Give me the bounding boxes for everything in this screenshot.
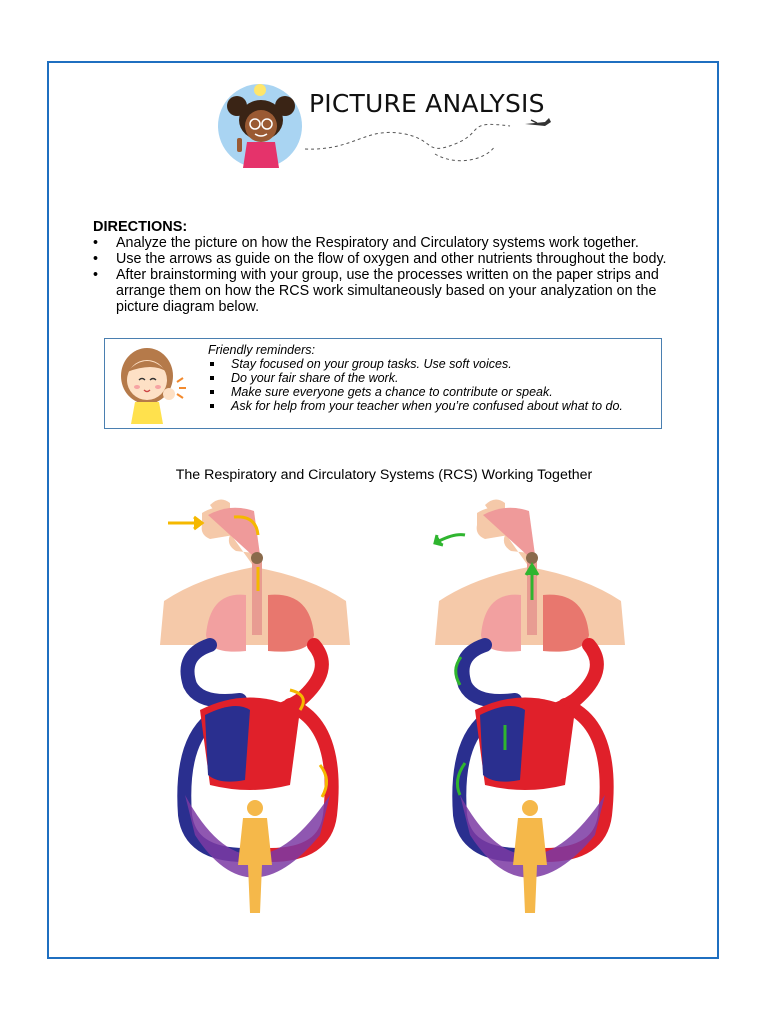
right-lung [268,594,314,652]
trachea [252,555,262,635]
reminders-heading: Friendly reminders: [208,343,315,357]
page-title: PICTURE ANALYSIS [309,89,545,118]
directions-label: DIRECTIONS: [93,219,188,235]
pulmonary-artery [455,638,522,708]
left-lung [481,594,521,652]
airplane-icon [525,118,551,126]
thinking-girl-illustration [121,348,186,424]
human-body-figure [513,800,547,913]
pulmonary-artery [180,638,247,708]
header-illustration [218,84,551,168]
heart-right-side [205,706,250,782]
human-body-figure [238,800,272,913]
inhale-arrows [168,515,328,798]
direction-item: After brainstorming with your group, use… [93,267,678,315]
direction-item: Use the arrows as guide on the flow of o… [93,251,678,267]
heart-right-side [480,706,525,782]
larynx [251,552,263,564]
reminders-list: Stay focused on your group tasks. Use so… [208,357,623,413]
nasal-passage [483,507,535,555]
diagram-title: The Respiratory and Circulatory Systems … [175,467,593,483]
capillary-bed [460,795,605,878]
directions-list: Analyze the picture on how the Respirato… [93,235,678,315]
rcs-diagram-oxygen-flow [160,499,350,913]
girl-with-lightbulb-illustration [227,84,295,168]
reminder-item: Stay focused on your group tasks. Use so… [208,357,623,371]
reminder-item: Ask for help from your teacher when you’… [208,399,623,413]
page-border [47,61,719,959]
capillary-bed [185,795,330,878]
reminder-item: Do your fair share of the work. [208,371,623,385]
larynx [526,552,538,564]
reminder-item: Make sure everyone gets a chance to cont… [208,385,623,399]
right-lung [543,594,589,652]
rcs-diagram-carbon-dioxide-flow [433,499,625,913]
reminders-box: Friendly reminders: Stay focused on your… [104,338,662,429]
direction-item: Analyze the picture on how the Respirato… [93,235,678,251]
exhale-arrows [433,533,540,796]
left-lung [206,594,246,652]
